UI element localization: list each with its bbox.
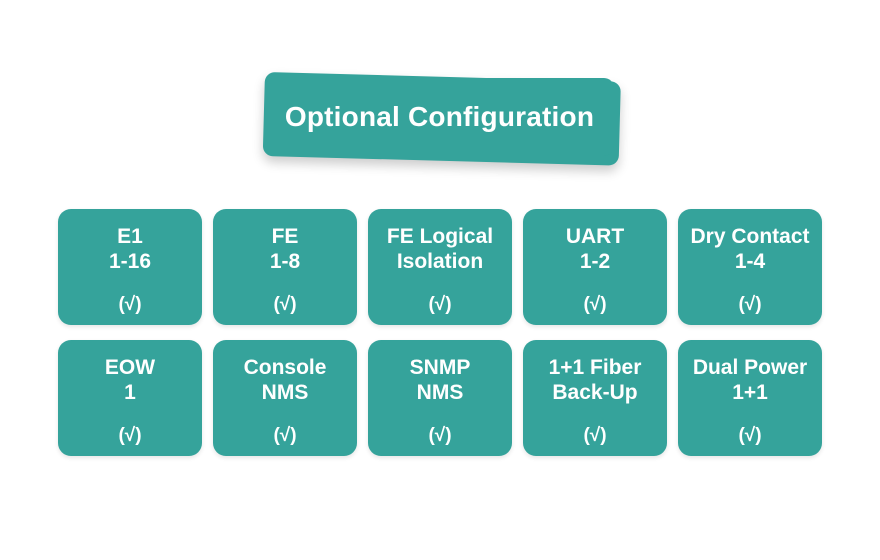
card-snmp-nms[interactable]: SNMP NMS (√): [368, 340, 512, 456]
card-subtitle: 1-4: [734, 250, 766, 273]
card-subtitle: Back-Up: [552, 381, 638, 404]
card-subtitle: 1-8: [269, 250, 301, 273]
banner-shape: [265, 78, 614, 156]
card-row-2: EOW 1 (√) Console NMS (√) SNMP NMS (√) 1…: [58, 340, 822, 456]
banner-title: Optional Configuration: [284, 101, 595, 132]
card-subtitle: 1+1: [732, 381, 768, 404]
card-check-mark: (√): [273, 294, 297, 315]
card-subtitle: 1-2: [579, 250, 611, 273]
card-eow[interactable]: EOW 1 (√): [58, 340, 202, 456]
card-subtitle: Isolation: [396, 250, 484, 273]
card-subtitle: NMS: [261, 381, 309, 404]
card-check-mark: (√): [428, 294, 452, 315]
card-title: EOW: [104, 356, 156, 379]
card-check-mark: (√): [738, 294, 762, 315]
card-subtitle: NMS: [416, 381, 464, 404]
card-fe-logical-isolation[interactable]: FE Logical Isolation (√): [368, 209, 512, 325]
card-check-mark: (√): [118, 425, 142, 446]
card-dry-contact[interactable]: Dry Contact 1-4 (√): [678, 209, 822, 325]
card-title: FE Logical: [386, 225, 494, 248]
card-check-mark: (√): [583, 294, 607, 315]
card-check-mark: (√): [273, 425, 297, 446]
card-console-nms[interactable]: Console NMS (√): [213, 340, 357, 456]
card-title: Dry Contact: [690, 225, 810, 248]
card-fe[interactable]: FE 1-8 (√): [213, 209, 357, 325]
card-title: Console: [243, 356, 327, 379]
card-row-1: E1 1-16 (√) FE 1-8 (√) FE Logical Isolat…: [58, 209, 822, 325]
card-check-mark: (√): [583, 425, 607, 446]
card-check-mark: (√): [118, 294, 142, 315]
card-title: SNMP: [409, 356, 471, 379]
card-title: Dual Power: [692, 356, 808, 379]
card-dual-power[interactable]: Dual Power 1+1 (√): [678, 340, 822, 456]
card-check-mark: (√): [428, 425, 452, 446]
card-fiber-backup[interactable]: 1+1 Fiber Back-Up (√): [523, 340, 667, 456]
card-e1[interactable]: E1 1-16 (√): [58, 209, 202, 325]
card-check-mark: (√): [738, 425, 762, 446]
card-title: UART: [565, 225, 625, 248]
card-uart[interactable]: UART 1-2 (√): [523, 209, 667, 325]
card-subtitle: 1-16: [108, 250, 152, 273]
card-subtitle: 1: [124, 381, 136, 404]
card-title: E1: [117, 225, 143, 248]
banner: Optional Configuration: [262, 72, 621, 168]
card-title: FE: [271, 225, 299, 248]
card-title: 1+1 Fiber: [548, 356, 642, 379]
